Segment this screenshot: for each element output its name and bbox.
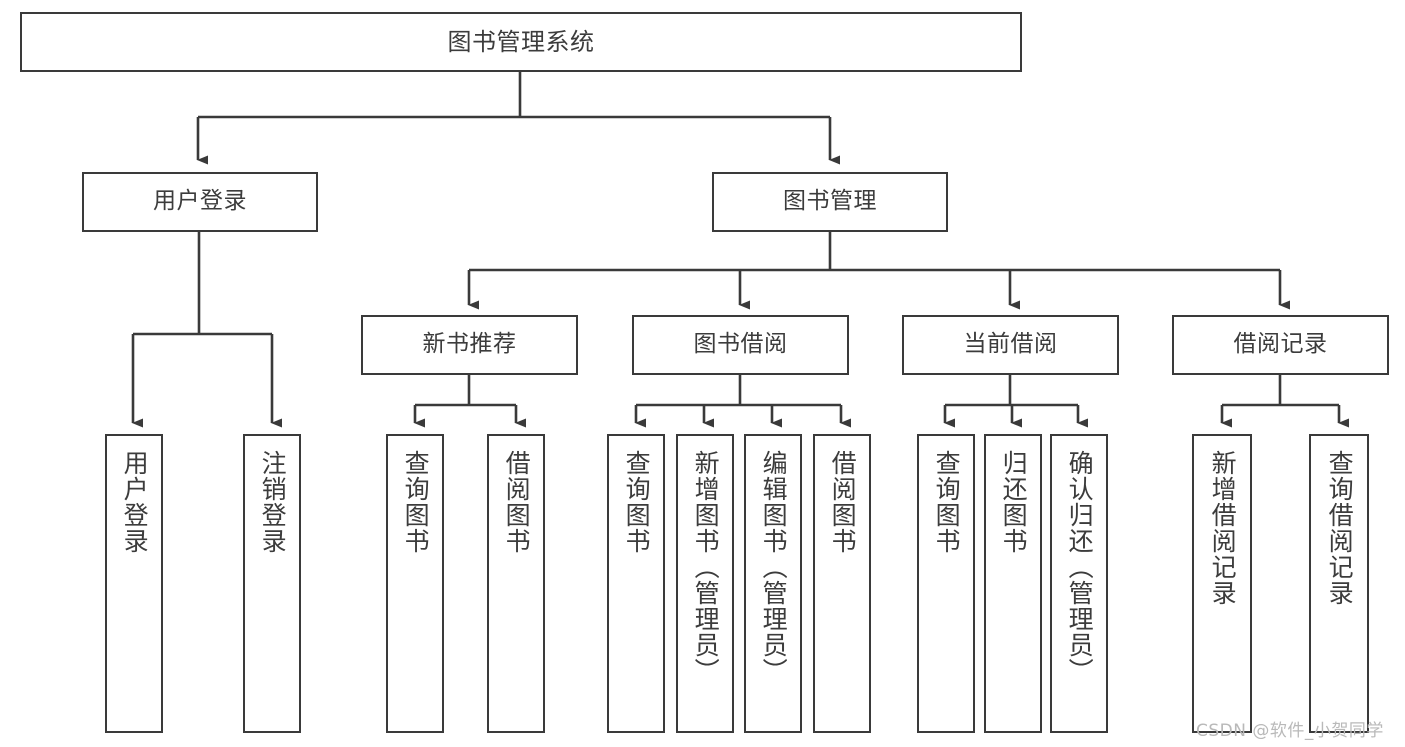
leaf-currentborrow-confirm-return-admin[interactable]: 确认归还（管理员） xyxy=(1050,434,1108,733)
leaf-newbook-query-book[interactable]: 查询图书 xyxy=(386,434,444,733)
node-label: 借阅图书 xyxy=(502,450,532,554)
leaf-newbook-borrow-book[interactable]: 借阅图书 xyxy=(487,434,545,733)
node-current-borrow[interactable]: 当前借阅 xyxy=(902,315,1119,375)
node-label: 当前借阅 xyxy=(963,331,1058,358)
node-label: 编辑图书（管理员） xyxy=(759,450,789,684)
node-label: 查询图书 xyxy=(401,450,431,554)
node-label: 查询图书 xyxy=(932,450,962,554)
csdn-watermark: CSDN @软件_小贺同学 xyxy=(1196,721,1384,741)
node-label: 确认归还（管理员） xyxy=(1065,450,1095,684)
node-user-login[interactable]: 用户登录 xyxy=(82,172,318,232)
node-label: 归还图书 xyxy=(999,450,1029,554)
leaf-bookborrow-edit-book-admin[interactable]: 编辑图书（管理员） xyxy=(744,434,802,733)
node-label: 注销登录 xyxy=(258,450,288,554)
node-label: 借阅记录 xyxy=(1233,331,1328,358)
node-label: 新书推荐 xyxy=(422,331,517,358)
node-root-system[interactable]: 图书管理系统 xyxy=(20,12,1022,72)
leaf-borrowrecord-add-record[interactable]: 新增借阅记录 xyxy=(1192,434,1252,733)
node-label: 用户登录 xyxy=(120,450,150,554)
node-label: 新增图书（管理员） xyxy=(691,450,721,684)
leaf-borrowrecord-query-record[interactable]: 查询借阅记录 xyxy=(1309,434,1369,733)
node-book-borrow[interactable]: 图书借阅 xyxy=(632,315,849,375)
leaf-bookborrow-borrow-book[interactable]: 借阅图书 xyxy=(813,434,871,733)
node-label: 图书管理系统 xyxy=(447,27,595,56)
node-label: 新增借阅记录 xyxy=(1208,450,1238,606)
node-label: 借阅图书 xyxy=(828,450,858,554)
leaf-bookborrow-add-book-admin[interactable]: 新增图书（管理员） xyxy=(676,434,734,733)
node-label: 查询借阅记录 xyxy=(1325,450,1355,606)
node-book-management[interactable]: 图书管理 xyxy=(712,172,948,232)
node-label: 图书借阅 xyxy=(693,331,788,358)
node-borrow-record[interactable]: 借阅记录 xyxy=(1172,315,1389,375)
node-label: 查询图书 xyxy=(622,450,652,554)
node-label: 用户登录 xyxy=(153,188,247,215)
node-new-book-recommend[interactable]: 新书推荐 xyxy=(361,315,578,375)
leaf-currentborrow-query-book[interactable]: 查询图书 xyxy=(917,434,975,733)
leaf-currentborrow-return-book[interactable]: 归还图书 xyxy=(984,434,1042,733)
node-label: 图书管理 xyxy=(783,188,877,215)
leaf-user-login[interactable]: 用户登录 xyxy=(105,434,163,733)
leaf-bookborrow-query-book[interactable]: 查询图书 xyxy=(607,434,665,733)
leaf-logout[interactable]: 注销登录 xyxy=(243,434,301,733)
